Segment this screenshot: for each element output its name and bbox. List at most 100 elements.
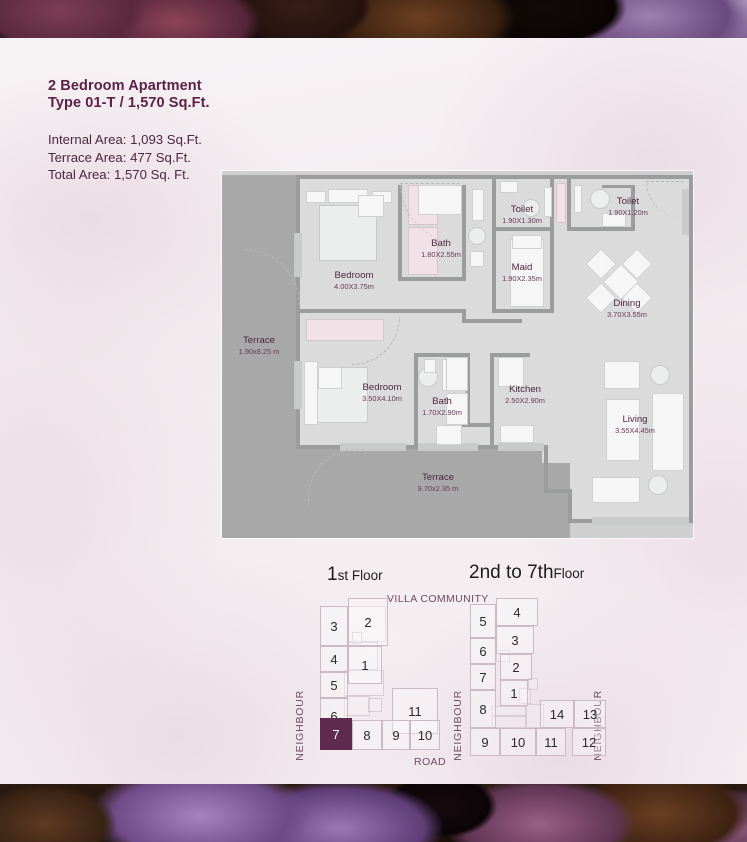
unit-box-u1[interactable]: 1: [500, 680, 528, 706]
basin-1: [468, 227, 486, 245]
upper-floors-title-suffix: Floor: [553, 566, 585, 581]
wall-bath2-right: [466, 353, 470, 427]
unit-box-10[interactable]: 10: [410, 720, 440, 750]
headboard-2: [304, 361, 318, 425]
toilet2-shower: [574, 185, 582, 213]
wall-bath2-left: [414, 353, 418, 449]
first-floor-title-suffix: st Floor: [337, 568, 383, 583]
wall-bedroom1-bottom: [296, 309, 466, 313]
upper-ghost-c: [492, 716, 526, 728]
armchair-1: [604, 361, 640, 389]
wall-bath1-left: [398, 185, 402, 281]
apartment-header: 2 Bedroom Apartment Type 01-T / 1,570 Sq…: [48, 78, 210, 184]
toilet1-vanity: [500, 181, 518, 193]
unit-box-1[interactable]: 1: [348, 646, 382, 684]
wall-bath2-top: [414, 353, 470, 357]
wall-kitchen-left: [490, 353, 494, 449]
first-floor-title: 1st Floor: [327, 564, 383, 586]
unit-box-u5[interactable]: 5: [470, 604, 496, 638]
page-content: 2 Bedroom Apartment Type 01-T / 1,570 Sq…: [0, 38, 747, 784]
unit-box-7-selected[interactable]: 7: [320, 718, 352, 750]
window-bedroom1: [294, 233, 302, 277]
wall-toilet2-left: [567, 175, 571, 231]
unit-box-u13[interactable]: 13: [574, 700, 606, 728]
first-floor-ghost-d: [344, 696, 370, 716]
unit-box-u6[interactable]: 6: [470, 638, 496, 664]
kitchen-appliance: [500, 425, 534, 443]
total-area-text: Total Area: 1,570 Sq. Ft.: [48, 167, 190, 182]
wall-maid-left: [492, 231, 496, 309]
page-title: 2 Bedroom Apartment Type 01-T / 1,570 Sq…: [48, 78, 210, 112]
terrace-bottom-right: [448, 463, 570, 538]
unit-box-u9[interactable]: 9: [470, 728, 500, 756]
wall-toilet2-top: [602, 185, 635, 188]
sofa-main: [652, 393, 684, 471]
first-floor-ghost-f: [352, 632, 362, 644]
window-lower-1: [340, 443, 406, 451]
window-right-top: [682, 189, 689, 235]
toilet1-basin: [522, 199, 540, 217]
wall-corridor-left: [462, 309, 466, 323]
maid-bed: [510, 239, 544, 307]
upper-ghost-e: [519, 688, 531, 704]
top-leaf-photo-band: [0, 0, 747, 38]
wall-right: [689, 175, 693, 523]
first-floor-ghost-a: [348, 606, 386, 642]
unit-box-11[interactable]: 11: [392, 688, 438, 734]
unit-box-8[interactable]: 8: [352, 720, 382, 750]
toilet1-shower: [544, 187, 552, 217]
window-kitchen: [498, 443, 544, 451]
unit-box-5[interactable]: 5: [320, 672, 348, 698]
unit-box-u14[interactable]: 14: [540, 700, 574, 728]
unit-box-u8[interactable]: 8: [470, 690, 496, 728]
toilet2-basin: [590, 189, 610, 209]
window-lower-2: [418, 443, 478, 451]
road-label: ROAD: [414, 756, 446, 768]
shower-1: [418, 185, 462, 215]
window-living-bottom: [592, 517, 689, 525]
area-summary: Internal Area: 1,093 Sq.Ft. Terrace Area…: [48, 131, 210, 184]
wall-bath1-right: [462, 185, 466, 281]
toilet2-wc: [602, 213, 626, 227]
unit-box-u7[interactable]: 7: [470, 664, 496, 690]
maid-headboard: [512, 235, 542, 249]
wall-maid-right: [550, 231, 554, 313]
title-line-1: 2 Bedroom Apartment: [48, 78, 202, 94]
first-floor-title-number: 1: [327, 564, 338, 585]
unit-box-u4[interactable]: 4: [496, 598, 538, 626]
bottom-leaf-photo-band: [0, 784, 747, 842]
wc-2: [424, 359, 436, 373]
kitchen-cabinet-a: [446, 357, 468, 391]
wall-corridor-top: [462, 319, 522, 323]
terrace-area-text: Terrace Area: 477 Sq.Ft.: [48, 149, 191, 165]
upper-floors-title: 2nd to 7thFloor: [469, 562, 584, 584]
unit-box-4[interactable]: 4: [320, 646, 348, 672]
unit-box-9[interactable]: 9: [382, 720, 410, 750]
wall-kitchen-top: [490, 353, 530, 357]
coffee-table: [606, 399, 640, 461]
unit-box-u10[interactable]: 10: [500, 728, 536, 756]
bathtub-1: [472, 189, 484, 221]
unit-box-2[interactable]: 2: [348, 598, 388, 646]
villa-community-label: VILLA COMMUNITY: [387, 593, 489, 605]
wall-bath1-bottom: [398, 277, 466, 281]
unit-box-u12[interactable]: 12: [572, 728, 606, 756]
kitchen-cabinet-b: [446, 393, 468, 425]
unit-box-u3[interactable]: 3: [496, 626, 534, 654]
upper-ghost-b: [492, 706, 526, 716]
wall-toilet1-right: [550, 175, 554, 231]
window-bedroom2: [294, 361, 302, 409]
unit-box-u2[interactable]: 2: [500, 654, 532, 680]
unit-box-3[interactable]: 3: [320, 606, 348, 646]
unit-box-u11[interactable]: 11: [536, 728, 566, 756]
wall-bath2-bottom: [462, 423, 494, 427]
